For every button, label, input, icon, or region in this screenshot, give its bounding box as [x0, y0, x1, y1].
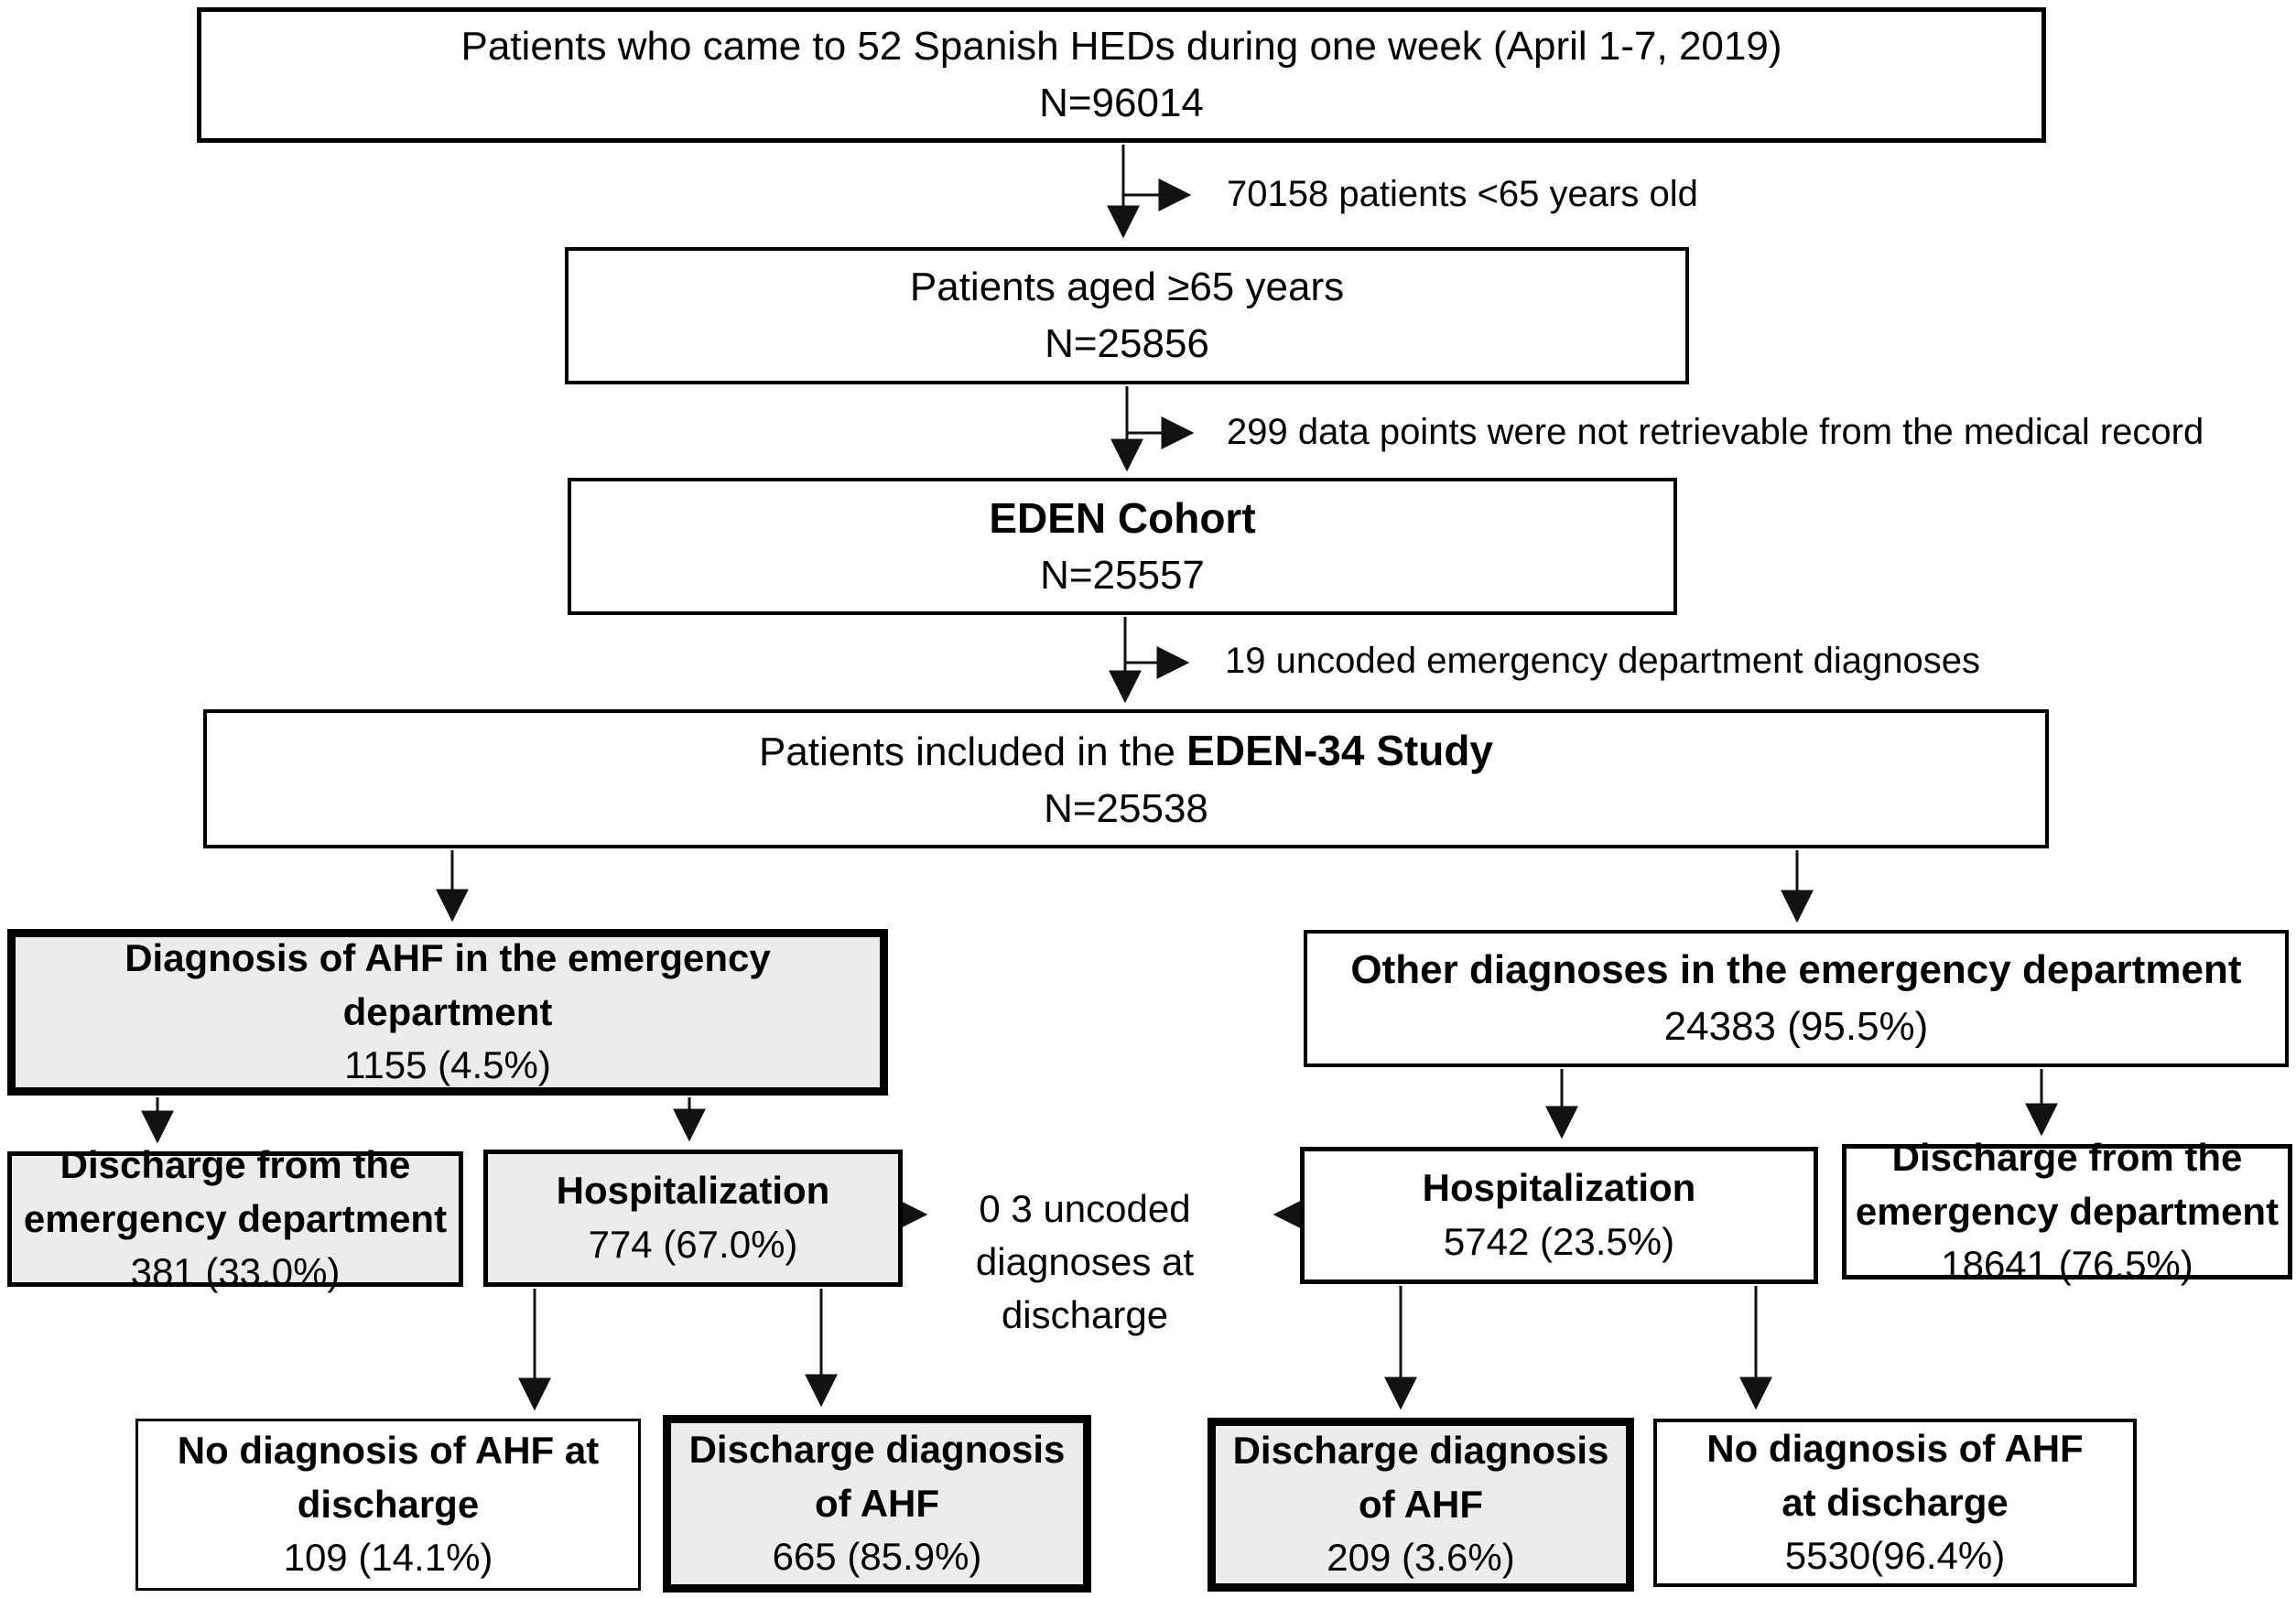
box-hospitalization-ahf-value: 774 (67.0%) — [588, 1223, 798, 1266]
box-no-ahf-right-line1: No diagnosis of AHF — [1706, 1426, 2084, 1470]
box-hospitalization-other-value: 5742 (23.5%) — [1443, 1220, 1675, 1263]
exclusion-missing-label: 299 data points were not retrievable fro… — [1227, 412, 2204, 452]
box-ahf-discharge-right: Discharge diagnosis of AHF 209 (3.6%) — [1208, 1418, 1634, 1592]
box-ahf-discharge-right-value: 209 (3.6%) — [1327, 1536, 1515, 1580]
box-hospitalization-ahf: Hospitalization 774 (67.0%) — [483, 1150, 903, 1287]
box-ahf-discharge-right-line2: of AHF — [1358, 1482, 1484, 1526]
box-aged65: Patients aged ≥65 years N=25856 — [565, 247, 1689, 384]
box-ahf-value: 1155 (4.5%) — [344, 1043, 551, 1087]
box-eden34-title: Patients included in the EDEN-34 Study — [759, 721, 1493, 781]
box-discharge-ed-other: Discharge from the emergency department … — [1842, 1136, 2292, 1286]
box-no-ahf-discharge-right: No diagnosis of AHF at discharge 5530(96… — [1653, 1419, 2137, 1587]
box-discharge-ed-other-title: Discharge from the emergency department — [1855, 1135, 2280, 1233]
box-no-ahf-discharge-left: No diagnosis of AHF at discharge 109 (14… — [135, 1419, 641, 1591]
uncoded-discharge-line3: discharge — [1001, 1292, 1169, 1336]
box-hospitalization-other: Hospitalization 5742 (23.5%) — [1300, 1147, 1818, 1284]
box-total-title: Patients who came to 52 Spanish HEDs dur… — [460, 24, 1782, 70]
box-ahf-discharge-left: Discharge diagnosis of AHF 665 (85.9%) — [663, 1415, 1091, 1593]
box-eden-title: EDEN Cohort — [989, 494, 1256, 542]
box-ahf-discharge-left-value: 665 (85.9%) — [772, 1535, 982, 1579]
box-total-n: N=96014 — [1039, 81, 1204, 125]
box-ahf-discharge-left-line2: of AHF — [814, 1481, 940, 1525]
box-ahf-discharge-right-line1: Discharge diagnosis — [1232, 1428, 1609, 1472]
box-aged65-title: Patients aged ≥65 years — [909, 265, 1345, 310]
box-eden34-n: N=25538 — [1044, 785, 1208, 831]
box-hospitalization-other-title: Hospitalization — [1422, 1166, 1696, 1210]
box-discharge-ed-ahf-title: Discharge from the emergency department — [23, 1142, 448, 1240]
box-other-diagnoses-ed: Other diagnoses in the emergency departm… — [1304, 930, 2289, 1067]
box-ahf-discharge-left-line1: Discharge diagnosis — [688, 1427, 1066, 1471]
box-aged65-n: N=25856 — [1045, 321, 1209, 366]
box-discharge-ed-ahf: Discharge from the emergency department … — [7, 1143, 463, 1293]
box-no-ahf-left-line1: No diagnosis of AHF at — [177, 1428, 600, 1472]
box-total-patients: Patients who came to 52 Spanish HEDs dur… — [197, 7, 2046, 143]
uncoded-discharge-line2: diagnoses at — [975, 1239, 1195, 1283]
box-eden34-title-prefix: Patients included in the — [758, 729, 1187, 774]
box-eden-n: N=25557 — [1040, 553, 1205, 599]
box-eden-cohort: EDEN Cohort N=25557 — [568, 478, 1677, 615]
uncoded-discharge-line1: 0 3 uncoded — [979, 1187, 1191, 1230]
exclusion-age-label: 70158 patients <65 years old — [1227, 174, 1698, 214]
box-eden34-study: Patients included in the EDEN-34 Study N… — [203, 709, 2049, 848]
exclusion-uncoded-ed-label: 19 uncoded emergency department diagnose… — [1225, 641, 1980, 681]
box-no-ahf-left-line2: discharge — [297, 1482, 480, 1526]
box-no-ahf-right-value: 5530(96.4%) — [1784, 1534, 2006, 1578]
box-ahf-title: Diagnosis of AHF in the emergency depart… — [125, 935, 771, 1033]
box-discharge-ed-ahf-value: 381 (33.0%) — [130, 1250, 341, 1294]
box-no-ahf-left-value: 109 (14.1%) — [283, 1536, 493, 1580]
box-eden34-title-bold: EDEN-34 Study — [1186, 726, 1494, 774]
box-other-value: 24383 (95.5%) — [1663, 1004, 1929, 1049]
box-hospitalization-ahf-title: Hospitalization — [556, 1169, 830, 1213]
uncoded-discharge-note: 0 3 uncoded diagnoses at discharge — [906, 1182, 1263, 1342]
box-ahf-diagnosis-ed: Diagnosis of AHF in the emergency depart… — [7, 929, 888, 1096]
box-discharge-ed-other-value: 18641 (76.5%) — [1941, 1243, 2193, 1287]
box-other-title: Other diagnoses in the emergency departm… — [1350, 947, 2242, 993]
box-no-ahf-right-line2: at discharge — [1782, 1480, 2009, 1524]
